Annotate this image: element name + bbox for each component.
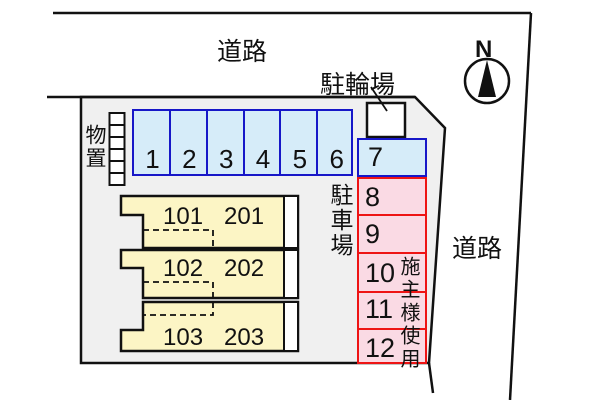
- building-balcony-strip-2: [283, 249, 299, 299]
- parking-space-3: 3: [218, 144, 234, 174]
- parking-space-2: 2: [182, 144, 197, 174]
- building-balcony-strip-1: [283, 195, 299, 249]
- unit-201-label: 201: [224, 203, 265, 230]
- parking-space-12: 12: [365, 332, 396, 363]
- parking-space-10: 10: [365, 257, 396, 288]
- north-label: N: [475, 36, 493, 63]
- north-compass-icon: [463, 57, 511, 105]
- parking-space-7-number: 7: [368, 142, 384, 172]
- road-edge-right: [508, 12, 533, 400]
- parking-space-11: 11: [365, 293, 394, 324]
- unit-102-label: 102: [163, 255, 204, 282]
- parking-space-1: 1: [145, 144, 160, 174]
- road-label-top: 道路: [217, 38, 268, 66]
- space-divider: [359, 252, 425, 254]
- parking-space-4: 4: [255, 144, 271, 174]
- space-divider: [316, 111, 319, 174]
- space-divider: [359, 328, 425, 330]
- parking-space-5: 5: [292, 144, 308, 174]
- space-divider: [279, 111, 282, 174]
- parking-row-1-6: 1 2 3 4 5 6: [132, 109, 353, 176]
- owner-use-label: 施主様使用: [397, 256, 419, 371]
- parking-column-8-12: 8 9 10 11 12: [357, 177, 427, 364]
- parking-space-6: 6: [329, 144, 344, 174]
- bicycle-parking-label: 駐輪場: [320, 71, 396, 99]
- parking-space-7: 7: [357, 138, 427, 177]
- parking-lot-label: 駐車場: [327, 183, 353, 258]
- storage-stalls: [108, 112, 126, 186]
- unit-203-label: 203: [224, 324, 265, 351]
- unit-202-label: 202: [224, 255, 265, 282]
- dashed-outline-2: [143, 281, 214, 316]
- boundary-extension-line: [427, 362, 435, 394]
- dashed-outline-1: [143, 229, 214, 247]
- unit-101-label: 101: [163, 203, 204, 230]
- parking-space-9: 9: [365, 218, 381, 249]
- building-section-3: [119, 300, 300, 353]
- building-section-2: [119, 248, 300, 300]
- space-divider: [242, 111, 245, 174]
- building-section-1: [119, 194, 300, 250]
- storage-label: 物置: [83, 124, 106, 170]
- space-divider: [359, 291, 425, 293]
- parking-space-8: 8: [365, 181, 381, 212]
- road-label-right: 道路: [452, 235, 503, 263]
- bicycle-parking-leader-line: [370, 86, 388, 112]
- unit-103-label: 103: [163, 324, 204, 351]
- space-divider: [168, 111, 171, 174]
- building-balcony-strip-3: [283, 301, 299, 352]
- bicycle-parking-box: [365, 101, 407, 139]
- space-divider: [205, 111, 208, 174]
- space-divider: [359, 214, 425, 216]
